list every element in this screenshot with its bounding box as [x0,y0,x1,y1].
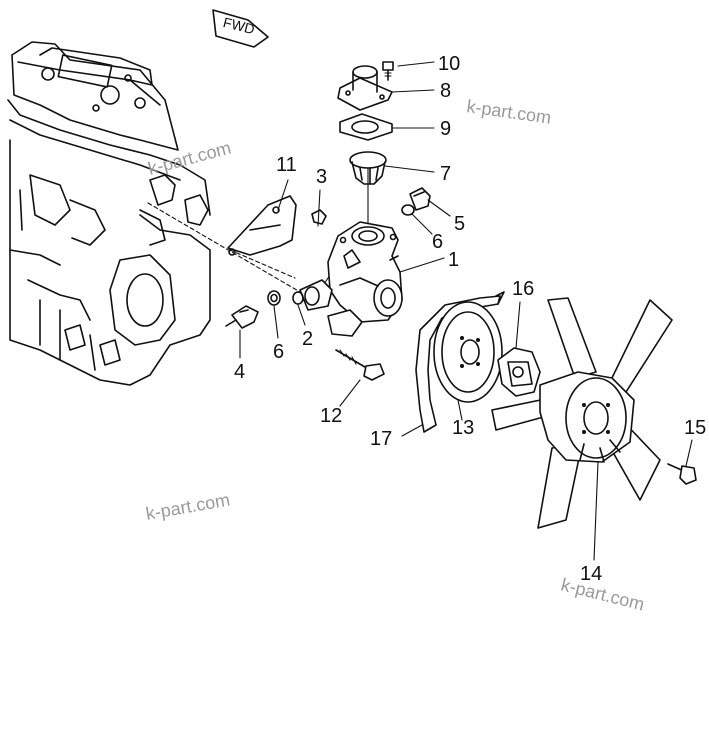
callout-2: 2 [302,328,313,350]
callout-11: 11 [276,154,297,176]
callout-17: 17 [370,428,392,450]
bolt-part-15 [667,463,697,485]
bolt-part-12 [335,349,385,381]
callout-14: 14 [580,563,602,585]
callout-7: 7 [440,163,451,185]
water-outlet-part-8 [337,65,393,111]
pulley-part-13 [433,301,503,403]
callout-9: 9 [440,118,451,140]
bolt-part-10 [382,61,394,81]
callout-12: 12 [320,405,342,427]
plug-part-5 [409,187,431,211]
fwd-label: FWD [222,14,257,37]
water-pump-part-1 [299,221,403,337]
callout-numbers: 10 8 9 7 5 6 1 3 11 2 6 4 12 13 17 16 14… [234,53,706,585]
fan-part-14 [491,297,673,529]
watermark-2: k-part.com [146,138,233,179]
v-belt-part-17 [415,291,505,433]
o-ring-part-2 [292,291,304,305]
callout-4: 4 [234,361,245,383]
watermark-1: k-part.com [465,96,552,128]
watermark-3: k-part.com [144,489,231,523]
callout-10: 10 [438,53,460,75]
callout-1: 1 [448,249,459,271]
thermostat-part-7 [349,151,387,185]
watermark-4: k-part.com [559,574,646,614]
engine-block [7,41,211,386]
callout-3: 3 [316,166,327,188]
callout-13: 13 [452,417,474,439]
callout-6-lower: 6 [273,341,284,363]
bracket-part-11 [227,195,297,256]
ring-part-6-upper [401,204,415,216]
callout-16: 16 [512,278,534,300]
sensor-part-4 [225,305,259,329]
callout-5: 5 [454,213,465,235]
callout-8: 8 [440,80,451,102]
spacer-part-16 [497,347,541,397]
callout-15: 15 [684,417,706,439]
gasket-part-9 [339,113,393,141]
washer-part-6-lower [267,290,281,306]
callout-6-upper: 6 [432,231,443,253]
fwd-arrow-tag: FWD [212,9,269,48]
leader-lines [239,61,693,561]
